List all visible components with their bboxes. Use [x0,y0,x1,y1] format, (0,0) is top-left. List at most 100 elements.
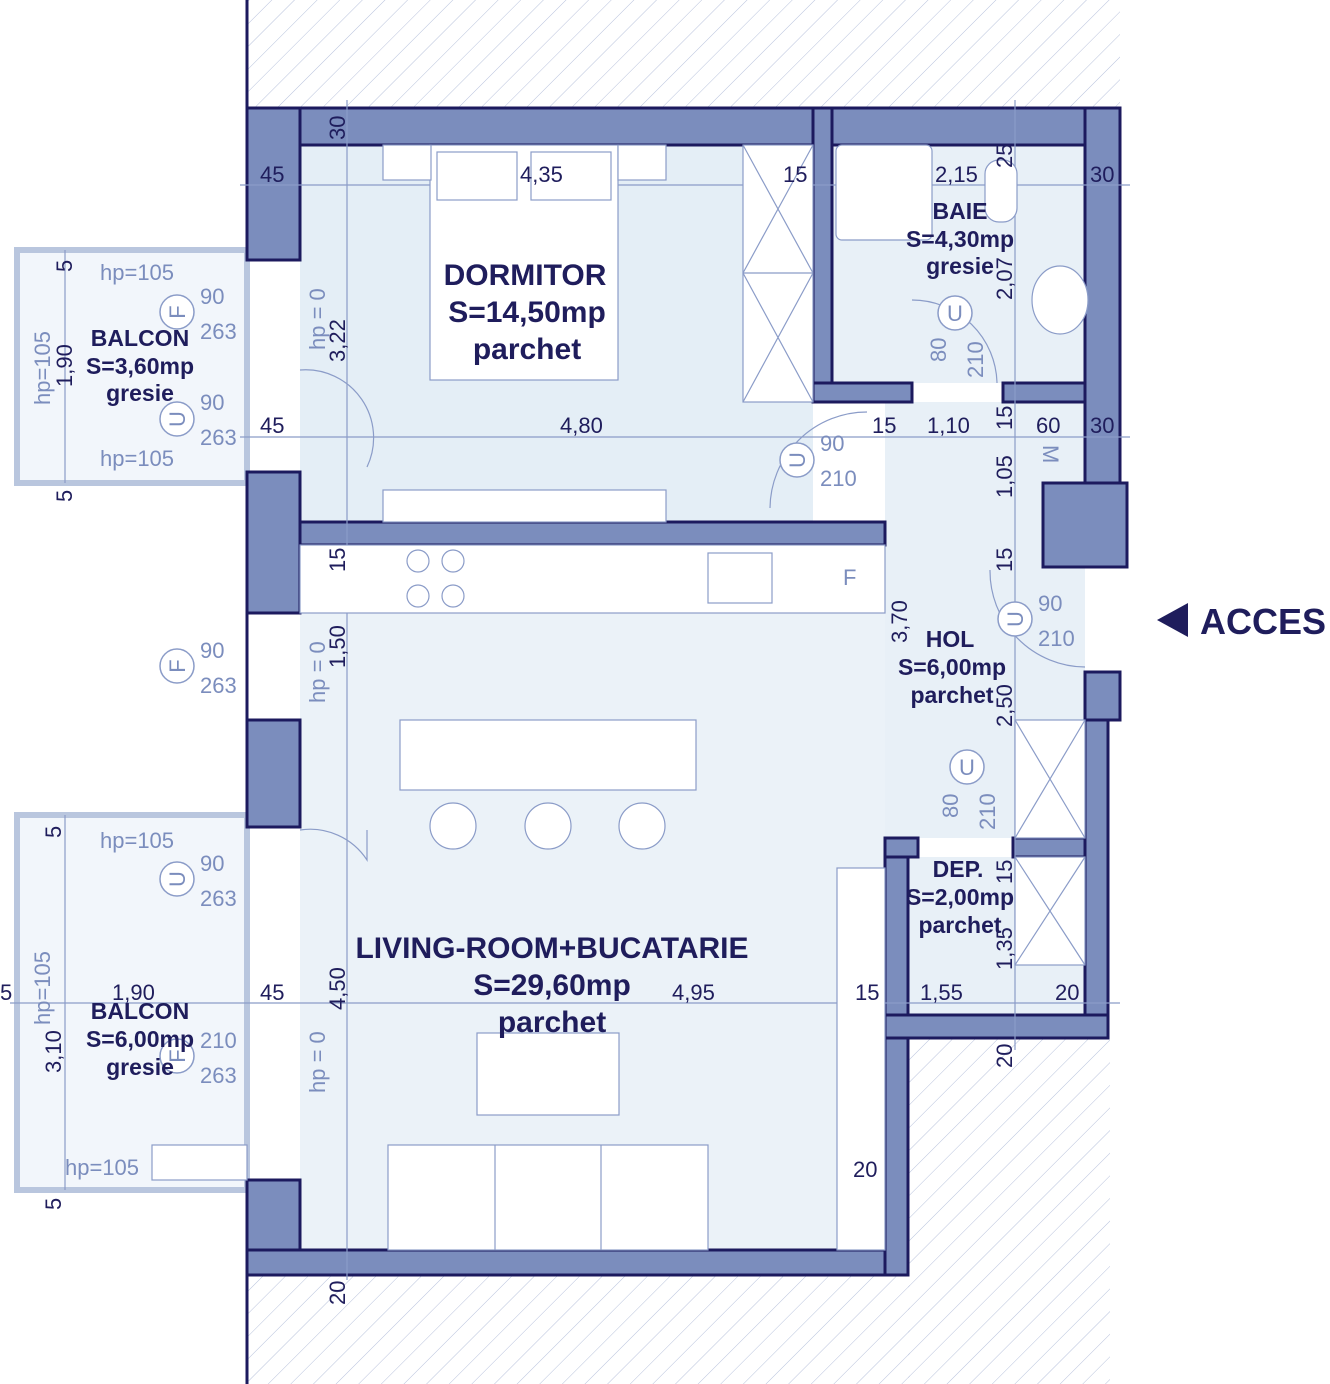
plan-shape [883,836,910,1277]
label: 5 [52,260,77,272]
label: HOL [926,626,975,652]
room-floor: parchet [473,333,581,366]
label: 1,05 [992,455,1017,498]
label: 5 [41,826,66,838]
plan-shape [14,247,250,486]
label: hp = 0 [305,1031,330,1093]
plan-shape [245,470,302,615]
label: 15 [872,413,896,438]
plan-shape [530,151,612,201]
label: 4,50 [325,967,350,1010]
label: 263 [200,886,237,911]
label: hp = 0 [305,641,330,703]
plan-shape [524,802,572,850]
label: gresie [106,1054,174,1080]
label: parchet [918,912,1001,938]
plan-shape [618,802,666,850]
label: S=4,30mp [906,226,1014,252]
plan-shape [436,151,518,201]
label: U [785,452,810,468]
plan-shape [811,106,834,404]
plan-shape [245,1248,910,1277]
dresser [382,489,667,523]
plan-shape [742,144,814,403]
label: U [947,301,963,326]
plan-shape [247,0,1120,108]
label: parchet [910,682,993,708]
label: F [165,305,190,318]
plan-shape [997,601,1033,637]
toilet [984,159,1018,223]
plan-shape [429,802,477,850]
plan-shape [159,1038,195,1074]
label: 20 [853,1157,877,1182]
plan-shape [247,1275,910,1384]
label: 2,50 [992,684,1017,727]
label: 2,15 [935,162,978,187]
label: 5 [0,980,12,1005]
label: 60 [1036,413,1060,438]
label: M [1038,445,1063,463]
plan-shape [245,106,1122,147]
plan-shape [949,749,985,785]
label: 90 [200,851,224,876]
plan-shape [1083,106,1122,487]
label: 3,10 [41,1030,66,1073]
label: 4,80 [560,413,603,438]
label: S=2,00mp [906,884,1014,910]
plan-shape [406,549,430,573]
label: 90 [200,390,224,415]
plan-shape [159,648,195,684]
label: 3,70 [887,600,912,643]
plan-shape [1083,718,1110,1040]
kitchen-counter [299,544,886,614]
label: 263 [200,319,237,344]
label: hp=105 [30,331,55,405]
plan-shape [159,861,195,897]
bathtub [835,144,933,241]
plan-shape [1014,856,1086,966]
label: 30 [325,116,350,140]
plan-shape [883,1013,1110,1040]
tv-unit [836,867,886,1251]
label: gresie [926,253,994,279]
label: 30 [1090,413,1114,438]
room-balcon-1: BALCON S=3,60mp gresie [86,325,194,406]
label: 1,50 [325,625,350,668]
label: 5 [41,1198,66,1210]
room-dormitor: DORMITOR S=14,50mp parchet [444,259,607,366]
label: U [165,411,190,427]
label: 263 [200,425,237,450]
label: 80 [926,338,951,362]
plan-shape [151,1144,248,1181]
dimension-labels: 45 4,35 15 2,15 25 30 45 4,80 15 1,10 15… [0,116,1114,1305]
label: F [843,565,856,590]
label: 1,90 [52,344,77,387]
plan-shape [159,401,195,437]
label: 1,10 [927,413,970,438]
plan-shape [1014,719,1086,839]
label: hp=105 [30,951,55,1025]
plan-shape [1041,481,1129,569]
sink [1031,265,1089,335]
plan-shape [1011,836,1087,859]
label: 25 [992,144,1017,168]
room-balcon-2: BALCON S=6,00mp gresie [86,998,194,1080]
plan-shape [406,584,430,608]
label: BALCON [91,325,189,351]
label: U [959,755,975,780]
label: LIVING-ROOM+BUCATARIE [355,932,748,965]
door-balcon-1: U 90 263 [159,390,237,450]
walls [245,106,1129,1277]
label: U [1003,611,1028,627]
coffee-table [476,1032,620,1116]
plan-shape [441,549,465,573]
label: 263 [200,1063,237,1088]
plan-shape [245,718,302,829]
label: BAIE [933,198,988,224]
